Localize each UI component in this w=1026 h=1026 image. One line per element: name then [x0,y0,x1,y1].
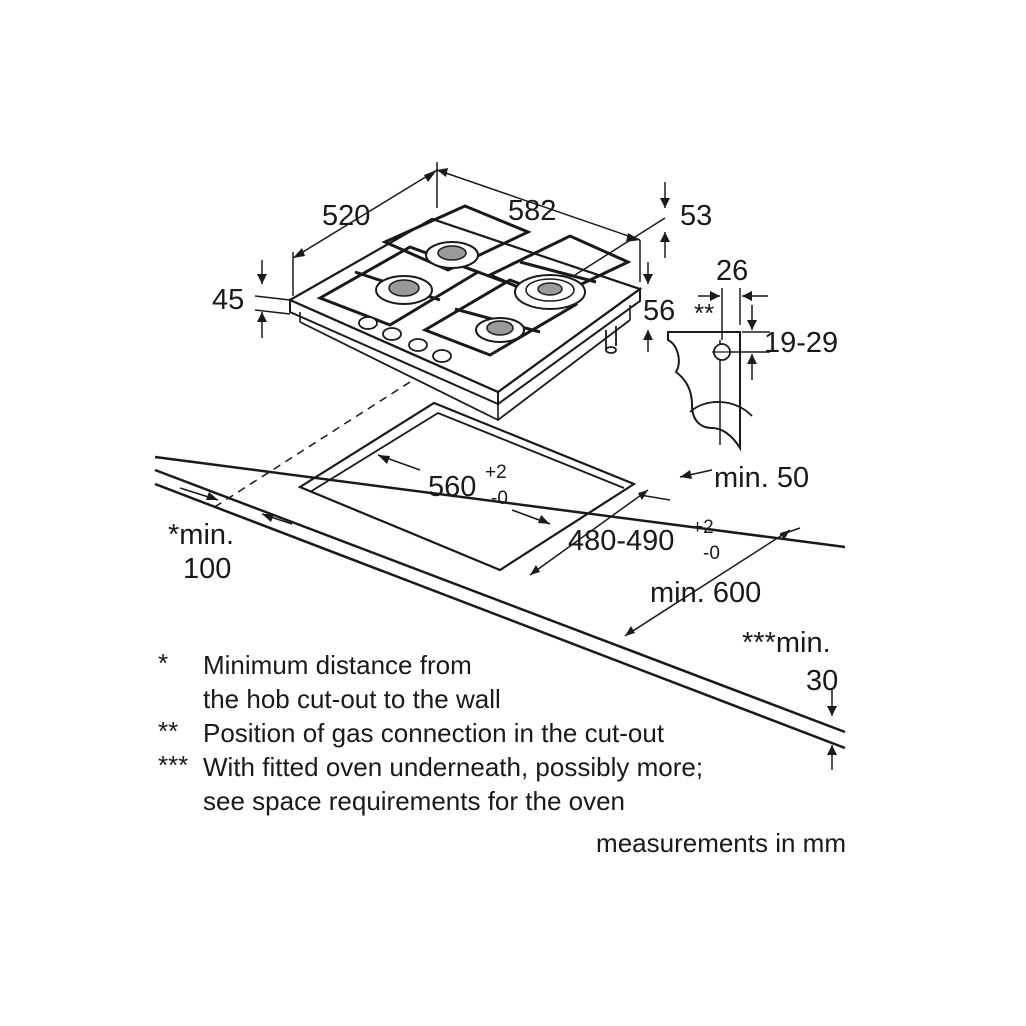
note-1-marker: * [158,648,168,678]
dim-45-label: 45 [212,284,244,316]
gas-connector [605,326,617,354]
cutout-inner-wall [309,411,625,493]
note-2-marker: ** [158,716,178,746]
dim-520-label: 520 [322,200,370,232]
gas-connection-detail [667,288,770,452]
footnotes: * Minimum distance from the hob cut-out … [158,648,703,816]
worktop-edge-profile [667,331,741,452]
min-600-label: min. 600 [650,577,761,609]
hob-dimension-lines [254,162,666,352]
note-3-line-2: see space requirements for the oven [203,786,625,816]
note-1-line-1: Minimum distance from [203,650,472,680]
hob-dimension-arrowheads [257,168,670,340]
cutout-width-label: 560 [428,471,476,503]
min-100-label-line2: 100 [183,553,231,585]
projection-line [209,381,411,511]
min-30-label-line2: 30 [806,665,838,697]
worktop-front-edge-lower [154,482,846,750]
worktop [154,455,846,750]
cutout-depth-tol-plus: +2 [692,517,714,538]
dim-56-label: 56 [643,295,675,327]
gas-detail-arrowheads [710,291,757,364]
hob-side-edge [497,287,641,406]
min-30-label-line1: ***min. [742,627,831,659]
cutout-depth-label: 480-490 [568,525,674,557]
worktop-back-edge [154,455,846,549]
dim-19-29-label: 19-29 [764,327,838,359]
note-3-line-1: With fitted oven underneath, possibly mo… [203,752,703,782]
note-2-line-1: Position of gas connection in the cut-ou… [203,718,665,748]
hob-front-edge [289,298,499,406]
cutout-outer [297,401,637,572]
min-100-label-line1: *min. [168,519,234,551]
cutout-dimension-arrowheads [206,455,837,755]
hob-lower-body [299,319,631,422]
units-note: measurements in mm [596,828,846,858]
gas-connection-marker: ** [694,298,714,328]
burner-rear-right-wok [514,274,586,310]
dim-26-label: 26 [716,255,748,287]
cutout-width-tol-plus: +2 [485,462,507,483]
dim-53-label: 53 [680,200,712,232]
min-50-label: min. 50 [714,462,809,494]
burner-rear-left [425,241,479,269]
burner-front-right [475,317,525,343]
cutout-width-tol-minus: -0 [491,488,508,509]
hob-drawing [287,204,643,422]
control-knobs [358,316,452,363]
note-1-line-2: the hob cut-out to the wall [203,684,501,714]
burner-front-left [375,275,433,305]
worktop-front-edge [154,468,846,734]
dim-582-label: 582 [508,195,556,227]
hob-cutout [297,401,637,572]
note-3-marker: *** [158,750,188,780]
cutout-depth-tol-minus: -0 [703,543,720,564]
